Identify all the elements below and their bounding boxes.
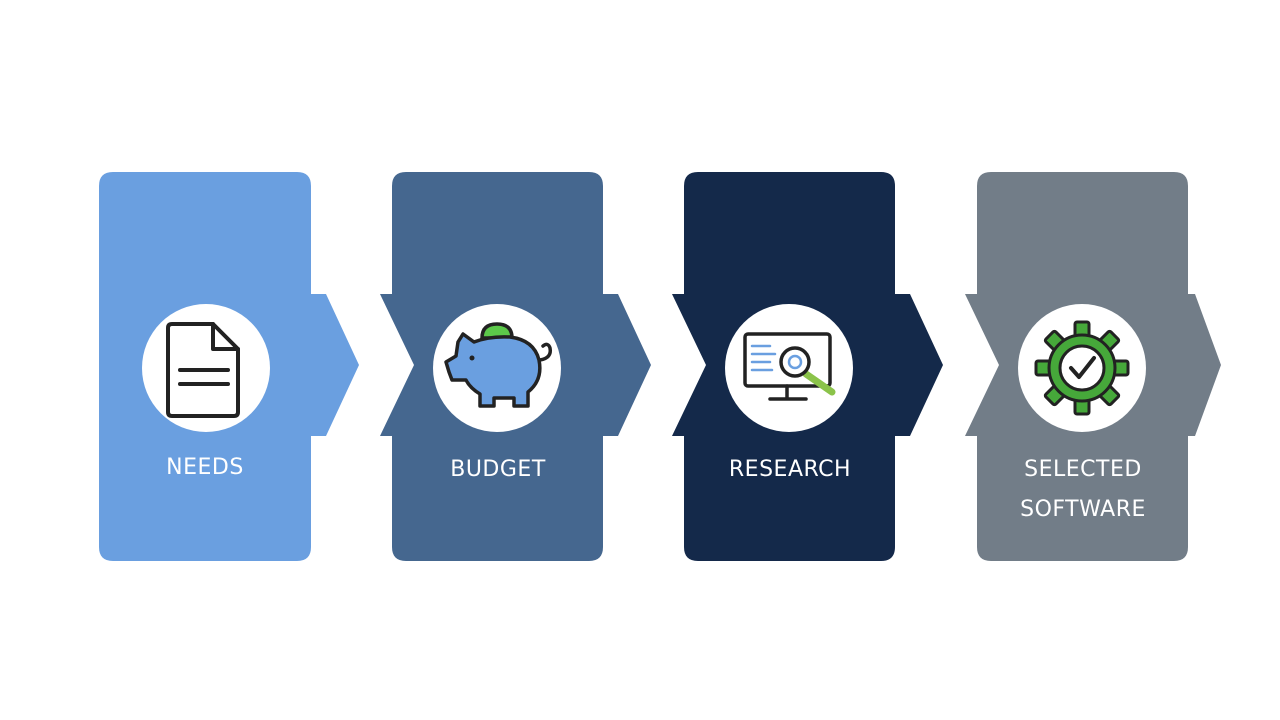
document-icon — [166, 322, 240, 418]
step-label-budget: BUDGET — [450, 457, 546, 482]
gear-check-icon — [1034, 320, 1130, 416]
monitor-search-icon — [743, 332, 836, 401]
step-label-selected-software: SELECTED SOFTWARE — [1020, 457, 1146, 522]
step-label-needs: NEEDS — [166, 455, 244, 480]
step-label-research: RESEARCH — [728, 457, 852, 482]
piggy-bank-icon — [444, 322, 553, 408]
